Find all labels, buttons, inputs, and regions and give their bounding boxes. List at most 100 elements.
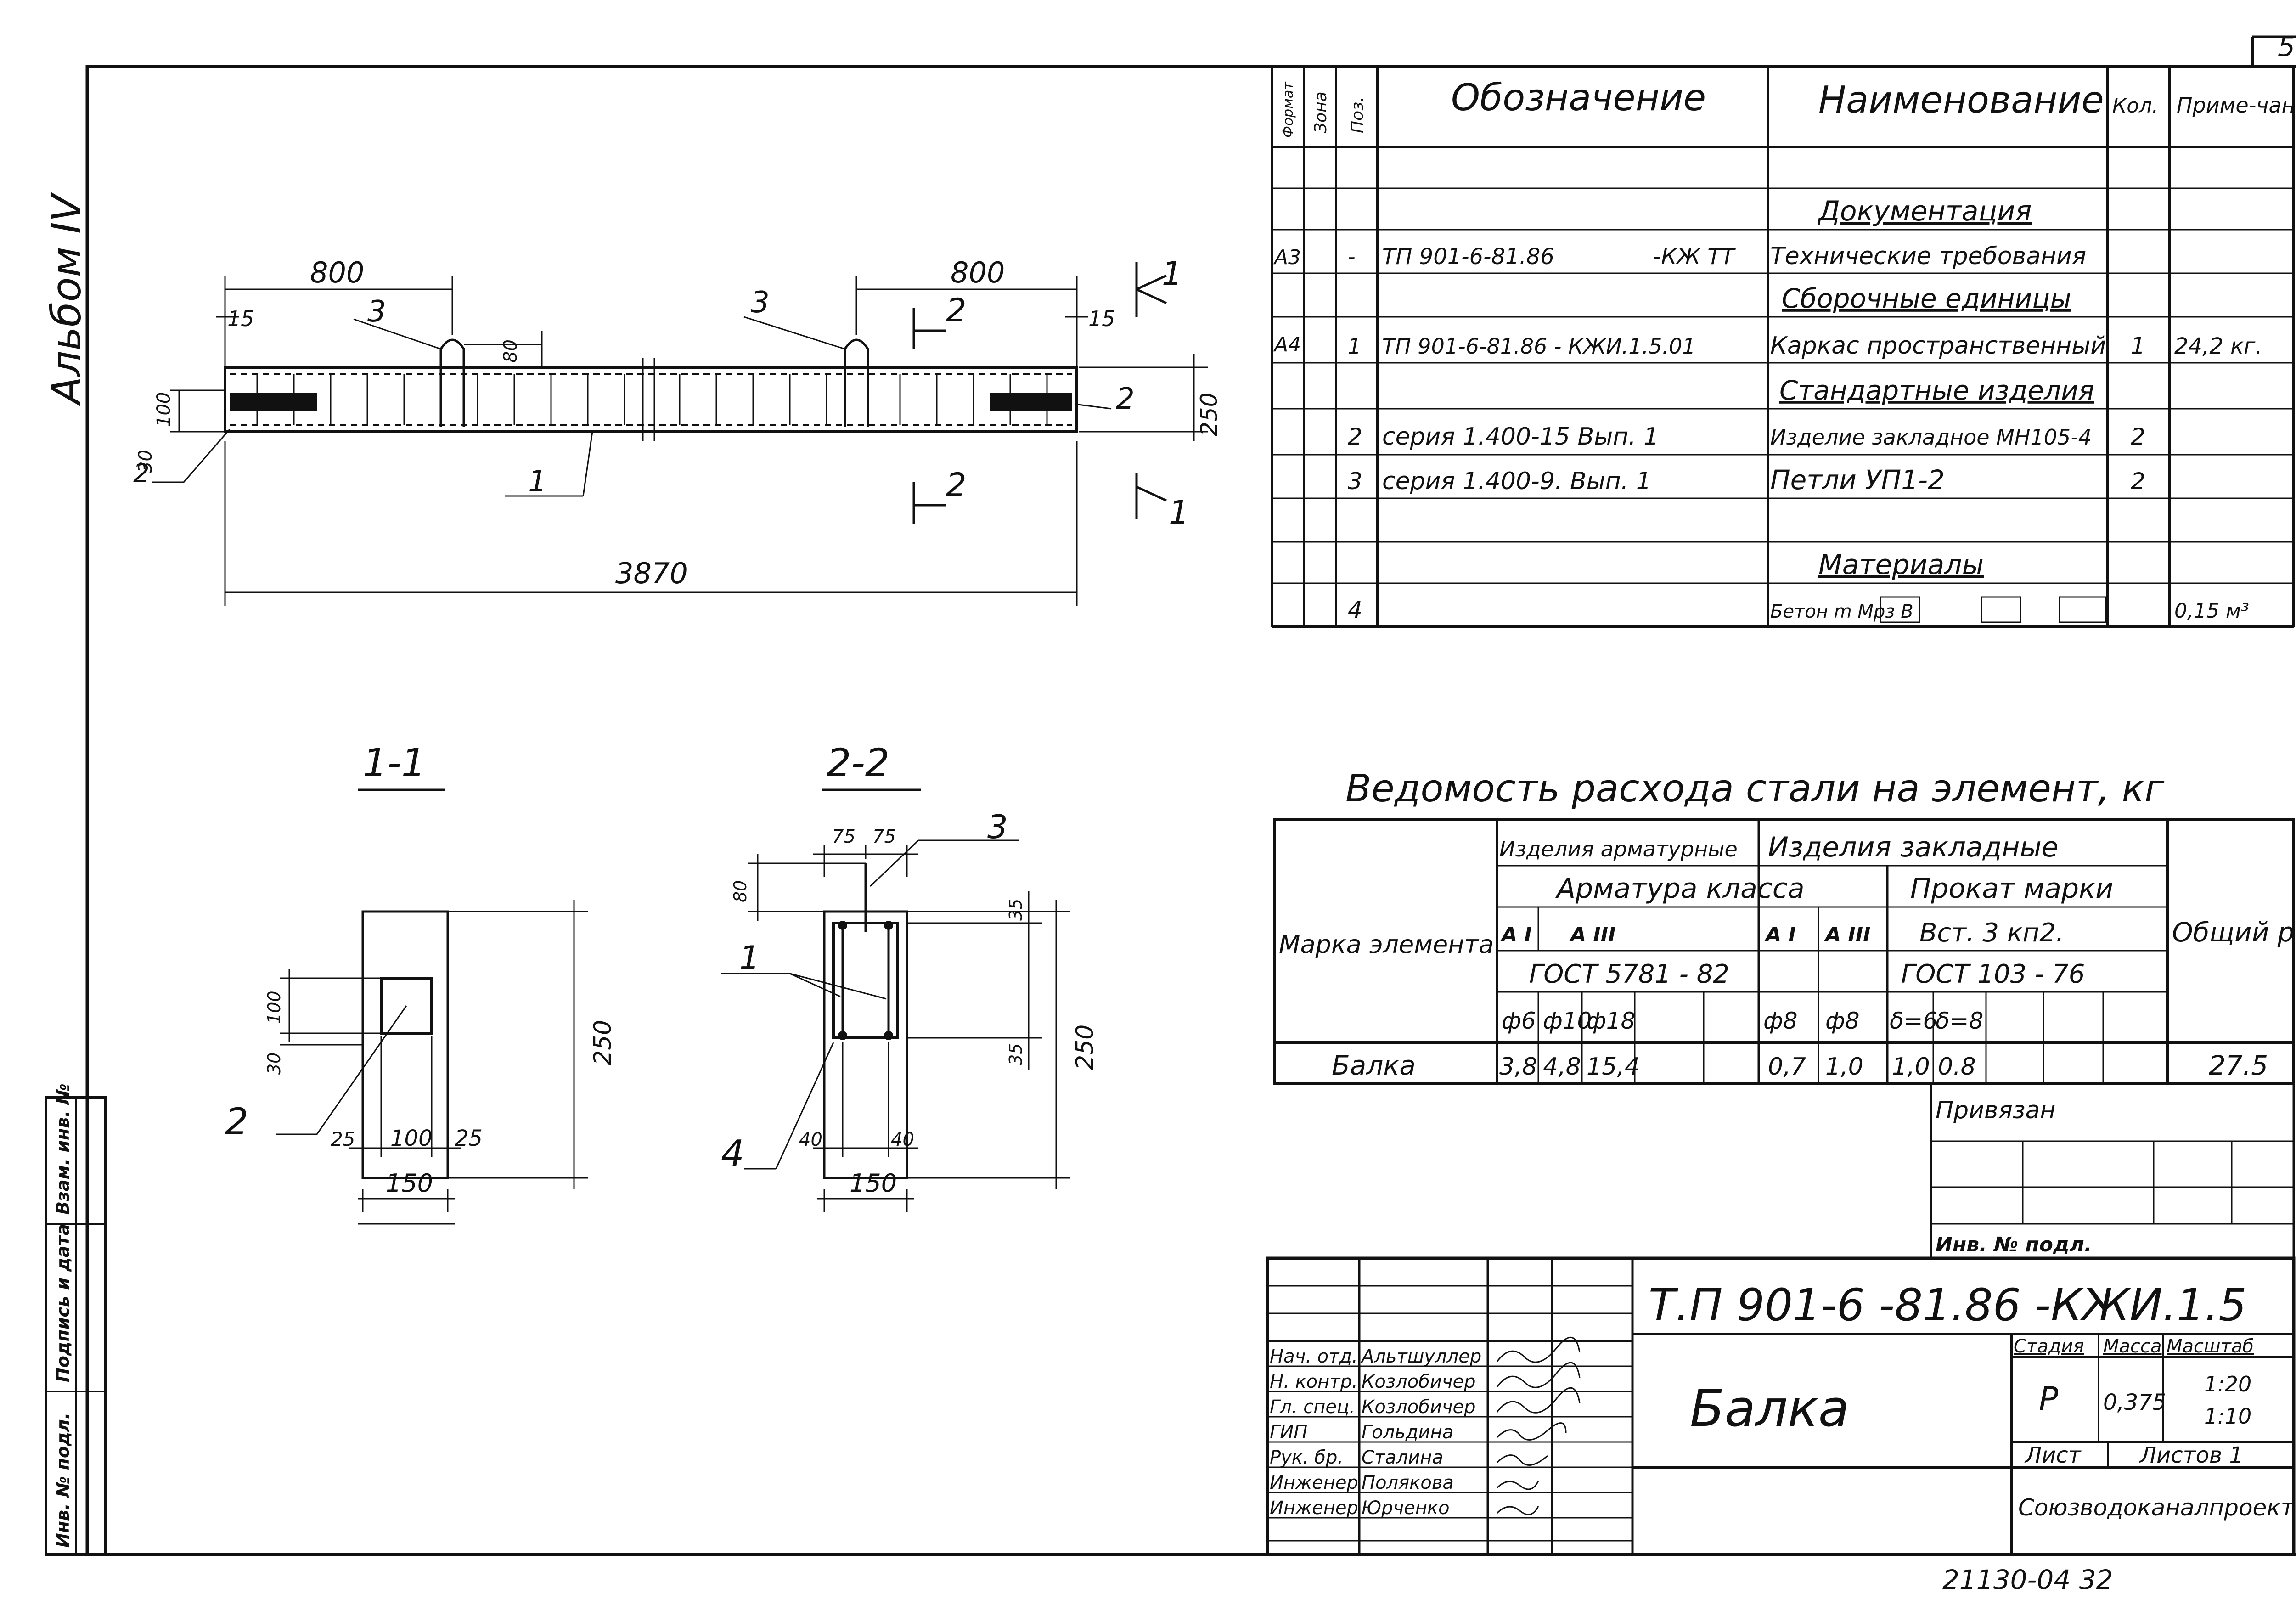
spec-cell-designation: серия 1.400-9. Вып. 1 [1382,467,1651,495]
spec-cell-pos: - [1348,244,1356,269]
section-mark-1-top: 1 [1162,255,1182,293]
section-2-callout-loop: 3 [987,808,1008,846]
steel-value: 0.8 [1938,1053,1976,1081]
spec-header-name: Наименование [1818,79,2104,121]
person-row: Рук. бр. Сталина [1270,1447,1443,1468]
spec-section-assemblies: Сборочные единицы [1782,283,2071,314]
bound-label: Привязан [1936,1097,2055,1124]
title-scale-1: 1:20 [2204,1372,2251,1397]
spec-header-note: Приме-чание [2177,93,2296,118]
spec-row: 2 серия 1.400-15 Вып. 1 Изделие закладно… [1348,423,2145,451]
section-1-dim-mid: 100 [390,1126,433,1151]
section-2-dim-right: 40 [891,1129,914,1150]
steel-diameter: ф8 [1763,1008,1798,1034]
section-1-dim-plate: 100 [264,991,284,1024]
section-1-callout: 2 [225,1100,248,1143]
person-role: ГИП [1270,1422,1307,1443]
spec-header-designation: Обозначение [1451,76,1706,119]
steel-value: 3,8 [1499,1053,1537,1081]
person-name: Сталина [1362,1447,1443,1468]
steel-value: 4,8 [1543,1053,1581,1081]
spec-row: А3 - ТП 901-6-81.86 -КЖ ТТ Технические т… [1273,242,2086,270]
steel-diameter: δ=6 [1890,1008,1937,1034]
section-2-callout-stirrup: 4 [721,1132,744,1175]
person-name: Козлобичер [1362,1397,1475,1418]
spec-cell-name: Изделие закладное МН105-4 [1770,425,2092,450]
section-2-title: 2-2 [827,740,889,785]
spec-header-zone: Зона [1311,91,1330,133]
steel-group-embedded: Изделия закладные [1768,831,2059,863]
steel-table-title: Ведомость расхода стали на элемент, кг [1345,767,2165,811]
side-stamp-sign: Подпись и дата [53,1224,73,1382]
steel-diameter: δ=8 [1936,1008,1983,1034]
title-stage-header: Стадия [2014,1336,2084,1357]
callout-loop-right: 3 [751,286,770,320]
callout-plate-left: 2 [133,459,150,489]
spec-cell-designation: ТП 901-6-81.86 - КЖИ.1.5.01 [1382,334,1696,359]
elevation-dim-800-left: 800 [310,256,364,289]
spec-row: 4 Бетон m Mрз В 0,15 м³ [1348,596,2249,623]
elevation-dim-edge-right: 15 [1088,306,1115,331]
person-role: Нач. отд. [1270,1346,1358,1367]
title-code: Т.П 901-6 -81.86 -КЖИ.1.5 [1649,1279,2247,1331]
spec-section-docs: Документация [1817,195,2032,227]
steel-diameter: ф18 [1587,1008,1635,1034]
person-row: Гл. спец. Козлобичер [1270,1397,1475,1418]
person-name: Альтшуллер [1360,1346,1481,1367]
section-mark-1-bottom: 1 [1169,494,1189,531]
person-row: Н. контр. Козлобичер [1270,1371,1475,1392]
section-2-dim-width: 150 [850,1169,897,1198]
spec-header-qty: Кол. [2112,94,2158,118]
bound-inv-label: Инв. № подл. [1936,1233,2092,1256]
spec-cell-designation: ТП 901-6-81.86 [1382,244,1554,270]
person-row: ГИП Гольдина [1270,1422,1453,1443]
section-2-dim-top-cover: 35 [1006,899,1026,921]
spec-section-materials: Материалы [1818,549,1984,581]
person-row: Инженер Юрченко [1270,1498,1450,1519]
section-2-drawing [721,839,1070,1212]
spec-cell-format: А4 [1273,333,1301,356]
section-markers [912,262,1167,524]
section-1-dim-right: 25 [455,1126,483,1151]
spec-cell-qty: 2 [2131,423,2145,450]
steel-rolled: Прокат марки [1910,873,2113,905]
title-stage: Р [2039,1380,2059,1418]
elevation-dim-plate: 100 [153,392,174,427]
steel-group-rebar: Изделия арматурные [1499,837,1738,862]
spec-cell-qty: 1 [2131,332,2145,359]
callout-frame: 1 [528,465,547,499]
section-1-dim-left: 25 [331,1128,355,1150]
sheet-frame [85,35,2296,1556]
title-sheet-label: Лист [2024,1442,2082,1468]
elevation-dim-overall: 3870 [615,557,688,590]
concrete-grade-box [1880,596,1920,623]
title-mass-header: Масса [2103,1336,2162,1357]
section-1-dim-height: 250 [589,1020,617,1065]
title-scale-2: 1:10 [2204,1404,2251,1429]
steel-rebar-class: Арматура класса [1555,873,1805,905]
spec-cell-pos: 3 [1348,468,1362,495]
steel-gost-rebar: ГОСТ 5781 - 82 [1529,959,1729,989]
steel-class-aiii-2: А III [1824,923,1870,946]
spec-cell-name: Каркас пространственный [1770,332,2106,360]
person-role: Инженер [1270,1498,1358,1519]
steel-rolled-grade: Вст. 3 кп2. [1919,918,2064,948]
spec-cell-pos: 1 [1348,334,1361,359]
section-2-dim-top-left: 75 [832,826,855,847]
side-stamp-replace: Взам. инв. № [53,1083,73,1215]
section-2-dim-left: 40 [799,1129,822,1150]
steel-class-aiii: А III [1569,923,1615,946]
person-name: Козлобичер [1362,1371,1475,1392]
spec-cell-pos: 4 [1348,597,1362,623]
callout-loop-left: 3 [367,295,386,329]
person-name: Полякова [1362,1472,1454,1493]
section-2-dim-top-right: 75 [872,826,896,847]
spec-row: 3 серия 1.400-9. Вып. 1 Петли УП1-2 2 [1348,464,2145,496]
frost-grade-box [1981,596,2021,623]
steel-class-ai-2: А I [1764,923,1796,946]
elevation-dim-height: 250 [1196,393,1222,436]
steel-value: 1,0 [1825,1053,1863,1081]
spec-cell-format: А3 [1273,246,1301,269]
footer-code: 21130-04 32 [1942,1564,2113,1595]
spec-cell-name: Бетон m Mрз В [1770,601,1913,622]
